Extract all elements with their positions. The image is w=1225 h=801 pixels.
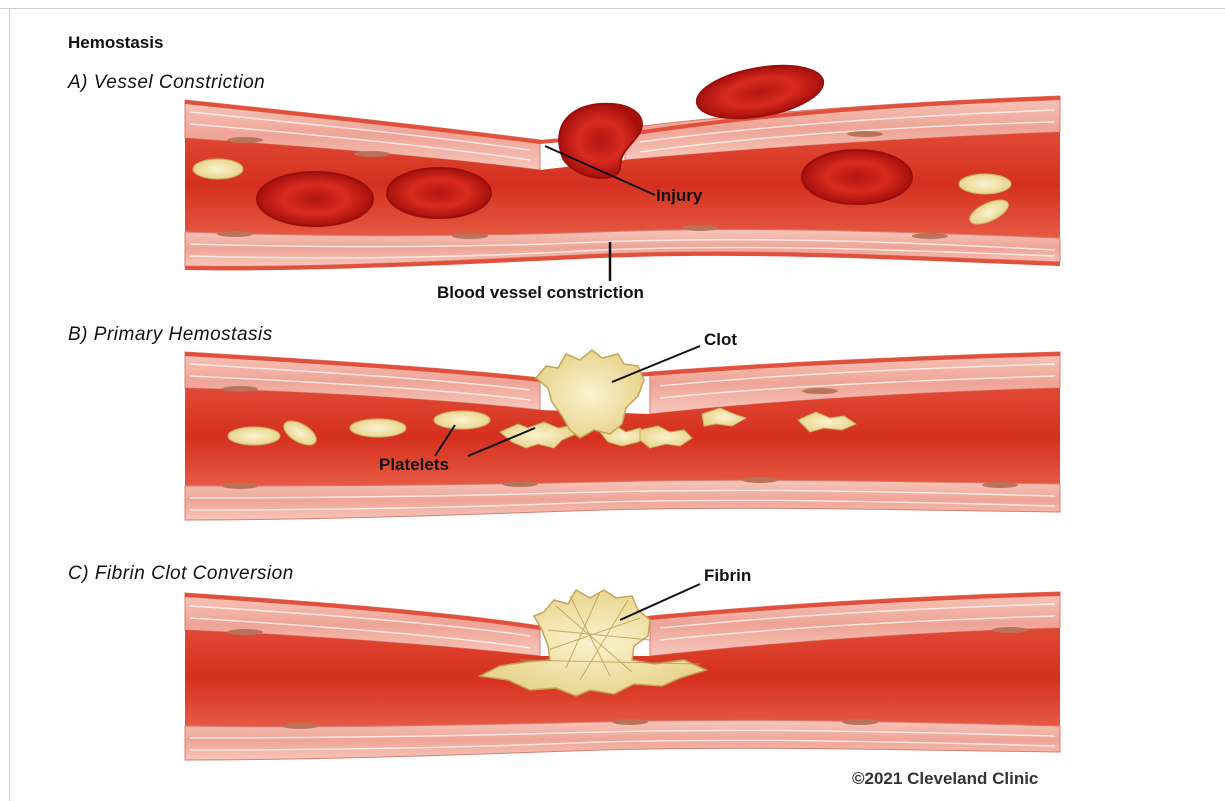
clot-label: Clot [704, 330, 737, 350]
injury-label: Injury [656, 186, 702, 206]
platelets-label: Platelets [379, 455, 449, 475]
panel-a-vessel [185, 57, 1060, 281]
constriction-label: Blood vessel constriction [437, 283, 644, 303]
copyright-notice: ©2021 Cleveland Clinic [852, 769, 1038, 789]
panel-c-vessel [185, 584, 1060, 760]
fibrin-label: Fibrin [704, 566, 751, 586]
panel-b-vessel [185, 346, 1060, 520]
